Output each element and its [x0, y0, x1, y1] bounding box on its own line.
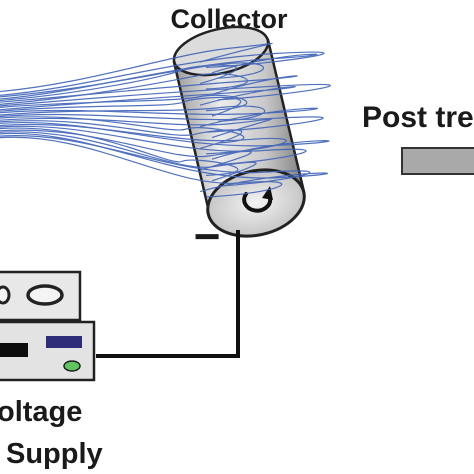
collector-wire [96, 230, 240, 358]
supply-display [0, 343, 28, 357]
supply-label-line2: Supply [6, 438, 103, 470]
fiber-jet [0, 107, 318, 128]
negative-terminal-sign: − [194, 210, 221, 262]
fiber-bundle [0, 42, 331, 198]
fiber-jet [0, 131, 257, 182]
fiber-jet [0, 123, 287, 155]
fiber-jet [0, 117, 273, 139]
fiber-jet [0, 121, 330, 160]
fiber-jet [0, 132, 328, 193]
fiber-jet [0, 64, 237, 102]
fiber-jet [0, 125, 307, 166]
fiber-jet [0, 75, 298, 103]
post-treatment-label: Post tre [362, 101, 474, 134]
fiber-jet [0, 135, 311, 187]
fiber-jet [0, 42, 273, 93]
fiber-jet [0, 83, 331, 107]
post-treatment-bar [401, 147, 474, 175]
fiber-jet [0, 51, 325, 96]
fiber-jet [0, 136, 283, 198]
fiber-jet [0, 53, 318, 100]
fiber-jet [0, 113, 324, 133]
fiber-jet [0, 96, 242, 117]
supply-green-indicator [63, 360, 81, 372]
power-supply-upper-unit [0, 270, 82, 322]
power-supply-lower-unit [0, 320, 96, 382]
fiber-jet [0, 86, 296, 111]
fiber-jet [0, 120, 243, 149]
supply-label-line1: oltage [0, 396, 82, 428]
fiber-jet [0, 129, 252, 171]
supply-dial-left [0, 285, 11, 305]
supply-blue-indicator [46, 336, 82, 348]
supply-dial-right [26, 284, 64, 306]
fiber-jet [0, 94, 248, 112]
fiber-jet [0, 116, 245, 144]
fiber-jet [0, 127, 239, 176]
